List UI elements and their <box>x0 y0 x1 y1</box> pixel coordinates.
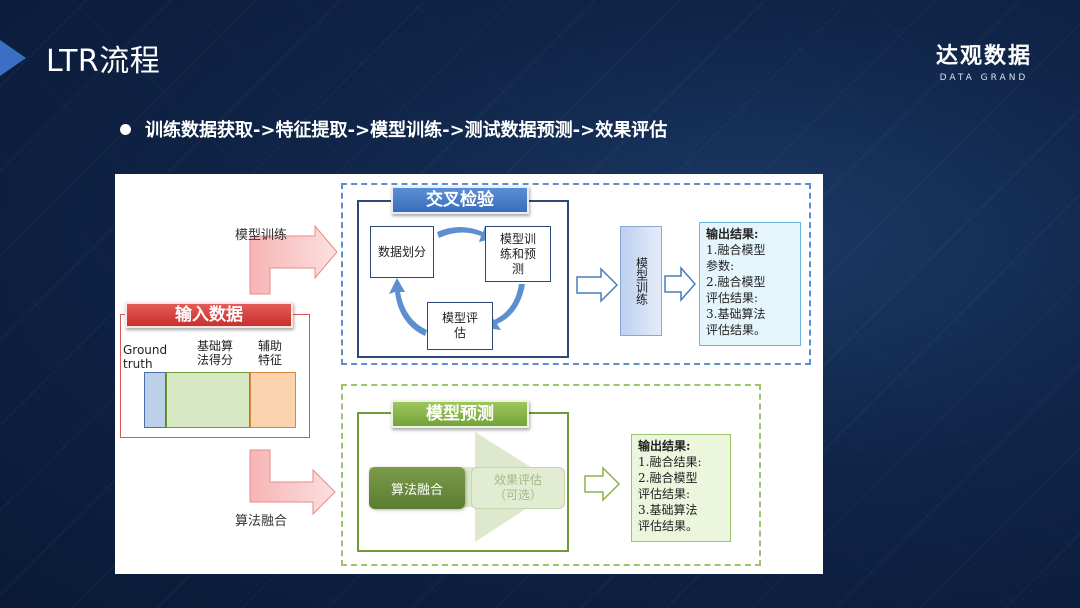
prediction-region <box>341 384 761 566</box>
model-training-box: 模型训练 <box>620 226 662 336</box>
output-title: 输出结果: <box>638 439 691 453</box>
output-line: 1.融合结果: <box>638 455 702 469</box>
step-train-predict-line1: 模型训 <box>499 231 536 246</box>
output-line: 1.融合模型 <box>706 243 766 257</box>
prediction-title: 模型预测 <box>391 400 529 428</box>
effect-evaluation-line1: 效果评估 <box>493 473 542 487</box>
title-triangle-icon <box>0 40 26 76</box>
output-line: 评估结果: <box>638 487 691 501</box>
output-title: 输出结果: <box>706 227 759 241</box>
upper-bent-arrow-icon <box>249 224 338 295</box>
aux-feature-label-line1: 辅助 <box>257 339 282 353</box>
logo-text-en: DATA GRAND <box>939 73 1029 83</box>
page-title: LTR流程 <box>46 44 161 79</box>
base-score-label: 基础算 法得分 <box>187 339 243 367</box>
output-line: 评估结果。 <box>638 519 699 533</box>
cross-validation-title: 交叉检验 <box>391 186 529 214</box>
arrow-label-model-training: 模型训练 <box>235 228 288 243</box>
arrow-label-algo-fusion: 算法融合 <box>235 514 288 529</box>
output-results-prediction: 输出结果: 1.融合结果: 2.融合模型 评估结果: 3.基础算法 评估结果。 <box>631 434 731 542</box>
base-score-label-line2: 法得分 <box>196 353 233 367</box>
base-score-column <box>166 372 250 428</box>
bullet-dot-icon <box>120 123 131 135</box>
effect-evaluation-line2: （可选） <box>493 488 542 502</box>
output-line: 参数: <box>706 259 735 273</box>
base-score-label-line1: 基础算 <box>196 339 233 353</box>
ground-truth-label-line2: truth <box>123 357 153 371</box>
process-bullet: 训练数据获取->特征提取->模型训练->测试数据预测->效果评估 <box>120 116 667 142</box>
hollow-arrow-icon <box>576 267 619 303</box>
output-line: 3.基础算法 <box>706 307 766 321</box>
step-evaluate-line2: 估 <box>453 326 466 340</box>
logo-text-cn: 达观数据 <box>935 44 1032 69</box>
training-region <box>341 183 811 365</box>
step-data-split: 数据划分 <box>370 226 434 278</box>
output-line: 评估结果: <box>706 291 759 305</box>
output-results-training: 输出结果: 1.融合模型 参数: 2.融合模型 评估结果: 3.基础算法 评估结… <box>699 222 801 346</box>
connector-arrows <box>249 224 696 542</box>
input-data-title: 输入数据 <box>125 302 293 328</box>
step-evaluate: 模型评 估 <box>427 302 493 350</box>
step-evaluate-line1: 模型评 <box>441 311 478 325</box>
output-line: 2.融合模型 <box>638 471 698 485</box>
aux-feature-label: 辅助 特征 <box>249 339 291 367</box>
step-train-predict-line3: 测 <box>511 261 524 276</box>
output-line: 3.基础算法 <box>638 503 698 517</box>
process-summary: 训练数据获取->特征提取->模型训练->测试数据预测->效果评估 <box>145 120 668 141</box>
step-train-predict-line2: 练和预 <box>499 246 536 261</box>
hollow-arrow-icon <box>584 466 621 502</box>
aux-feature-column <box>250 372 296 428</box>
ground-truth-column <box>144 372 166 428</box>
ground-truth-label: Ground truth <box>123 343 167 371</box>
green-flow-arrow-icon <box>369 432 561 542</box>
effect-evaluation-box: 效果评估 （可选） <box>471 467 565 509</box>
ground-truth-label-line1: Ground <box>123 343 168 357</box>
step-train-predict: 模型训 练和预 测 <box>485 226 551 282</box>
aux-feature-label-line2: 特征 <box>257 353 282 367</box>
output-line: 2.融合模型 <box>706 275 766 289</box>
algo-fusion-box: 算法融合 <box>369 467 465 509</box>
output-line: 评估结果。 <box>706 323 767 337</box>
ltr-flow-diagram: 模型训练 算法融合 输入数据 Ground truth 基础算 法得分 辅助 特… <box>115 174 823 574</box>
lower-bent-arrow-icon <box>249 449 336 516</box>
hollow-arrow-icon <box>664 266 696 302</box>
company-logo: 达观数据 DATA GRAND <box>936 38 1032 83</box>
